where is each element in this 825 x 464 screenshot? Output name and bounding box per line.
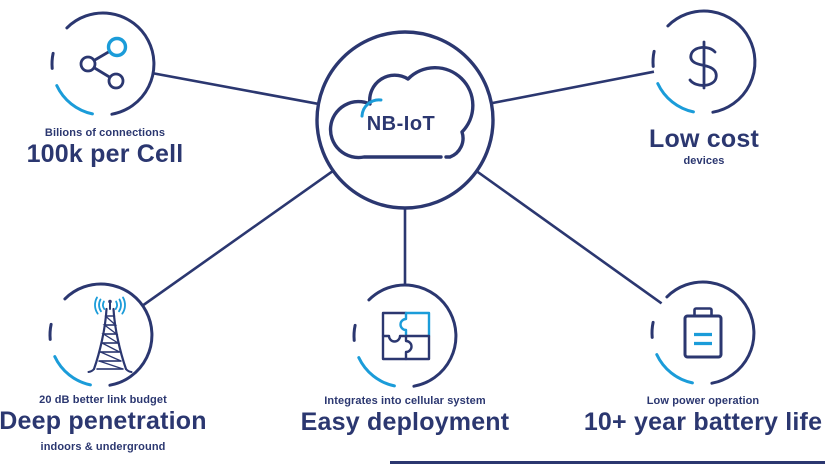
signal-waves [94,296,126,315]
cloud-accent-arc [360,98,383,118]
hub-circle [315,30,495,210]
ring-connections [50,11,156,117]
low-cost-title: Low cost [649,125,759,153]
cloud-icon [328,65,475,160]
connections-title: 100k per Cell [26,140,184,168]
connections-subtitle: Bilions of connections [44,127,166,139]
dollar-icon [688,40,718,90]
hub-label: NB-IoT [366,113,436,135]
penetration-subtitle: 20 dB better link budget [39,394,167,406]
deployment-subtitle: Integrates into cellular system [324,395,486,407]
puzzle-icon [381,311,431,361]
low-cost-subtitle: devices [683,155,725,167]
battery-subtitle: Low power operation [646,395,760,407]
antenna-tower-icon [87,296,133,373]
battery-title: 10+ year battery life [583,408,823,436]
deployment-title: Easy deployment [300,408,510,436]
bottom-edge-bar [390,461,825,464]
penetration-title: Deep penetration [0,407,207,435]
penetration-subtitle-2: indoors & underground [40,441,166,453]
share-network-icon [79,36,128,90]
battery-icon [683,307,723,359]
